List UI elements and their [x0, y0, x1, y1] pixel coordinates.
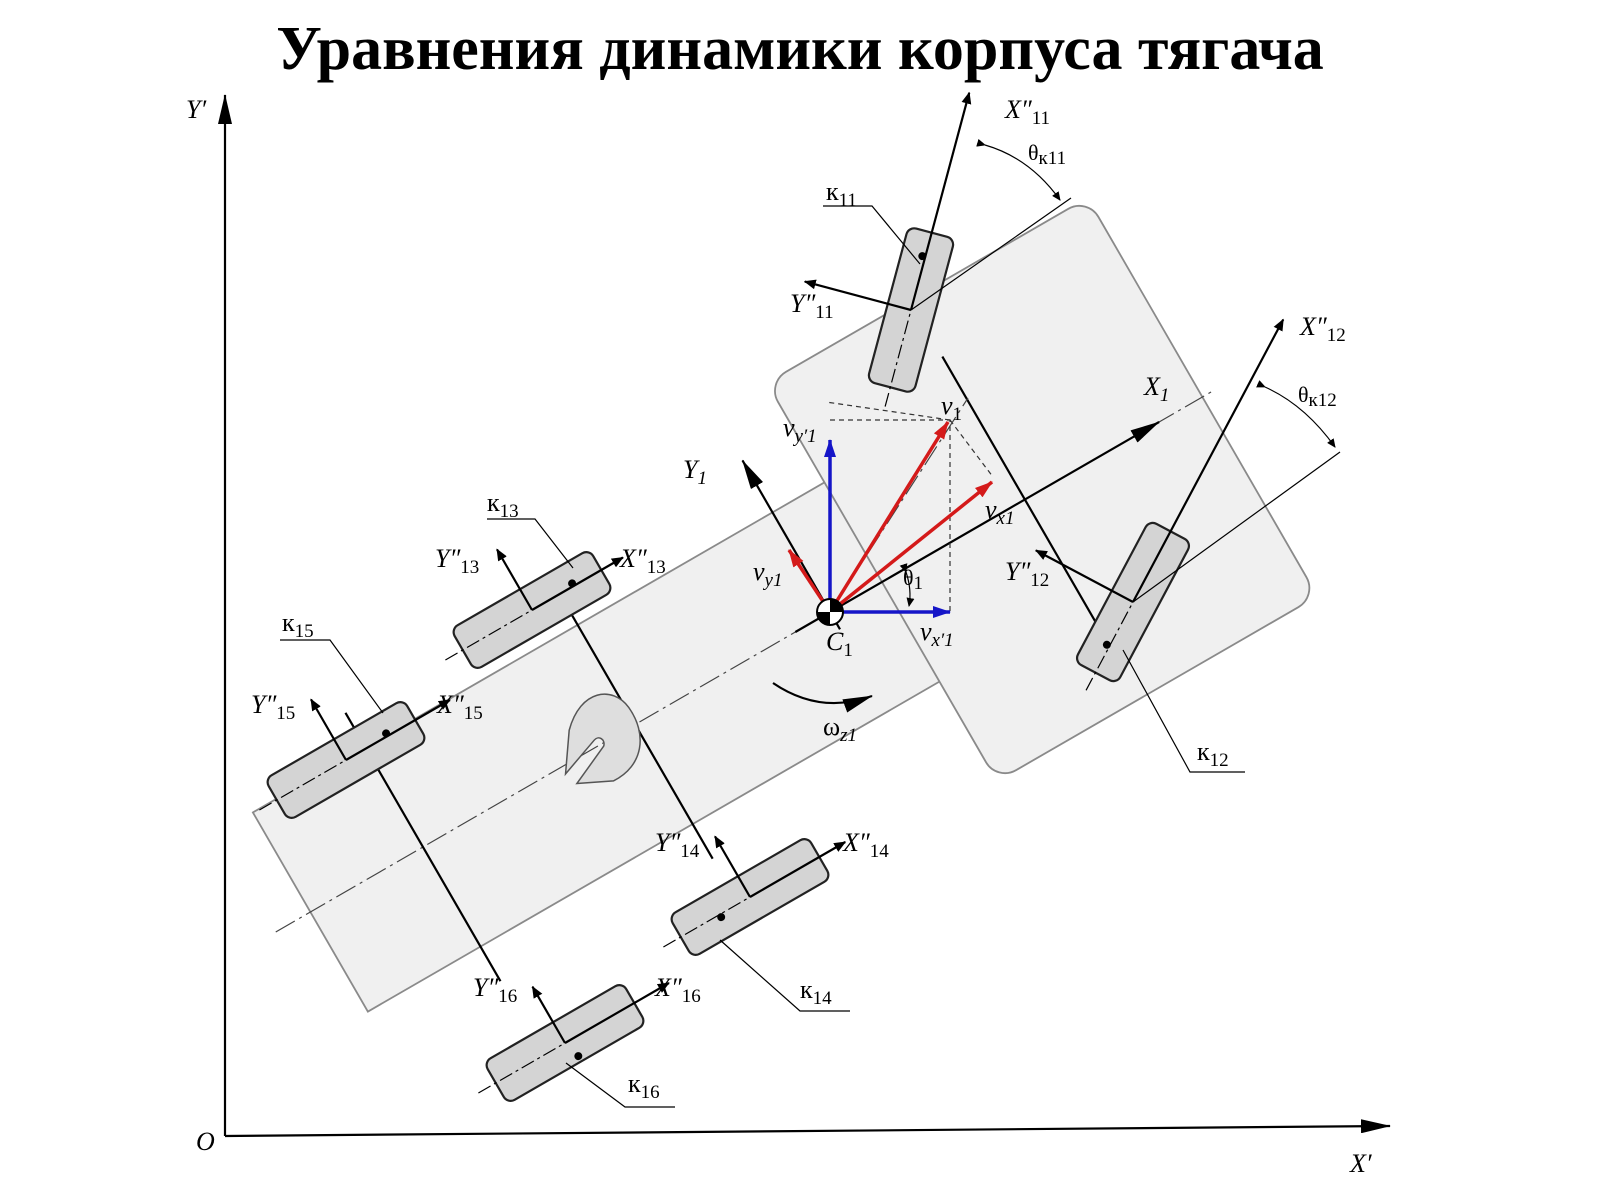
v1-vector	[828, 421, 950, 613]
y16-label: Y″16	[473, 973, 517, 1007]
y15-axis	[310, 698, 347, 761]
theta1-arc	[899, 563, 915, 607]
front-axle	[941, 356, 1109, 643]
vy-prime-label: vy′1	[783, 413, 817, 447]
c1-label: C1	[826, 627, 853, 661]
vy1-label: vy1	[753, 557, 782, 591]
y13-axis	[496, 548, 533, 611]
k16-label: к16	[628, 1069, 660, 1103]
x12-label: X″12	[1299, 312, 1346, 346]
center-of-mass-symbol	[816, 598, 844, 626]
k15-label: к15	[282, 608, 314, 642]
centerline	[275, 391, 1212, 933]
x15-label: X″15	[436, 690, 483, 724]
x15-axis	[345, 699, 451, 761]
y12-axis	[1034, 549, 1134, 603]
y15-label: Y″15	[251, 690, 295, 724]
x13-label: X″13	[619, 544, 666, 578]
velocity-vectors	[772, 397, 994, 713]
y14-label: Y″14	[655, 828, 700, 862]
vx-prime-label: vx′1	[920, 617, 954, 651]
k12-label: к12	[1197, 737, 1229, 771]
page-title: Уравнения динамики корпуса тягача	[276, 15, 1324, 83]
steer-angle-arcs	[910, 138, 1341, 603]
y16-axis	[531, 985, 566, 1044]
x11-label: X″11	[1004, 95, 1050, 129]
x-prime-axis	[224, 1119, 1391, 1138]
x1-label: X1	[1143, 372, 1169, 406]
y11-axis	[803, 279, 912, 312]
leader-lines	[280, 205, 1245, 1108]
x14-label: X″14	[842, 828, 889, 862]
fifth-wheel-coupling	[564, 693, 641, 785]
wheel-k16	[478, 982, 670, 1102]
y13-label: Y″13	[435, 544, 479, 578]
k13-label: к13	[487, 488, 519, 522]
x16-label: X″16	[654, 973, 701, 1007]
vx1-label: vx1	[985, 495, 1014, 529]
wheel-k15	[259, 698, 451, 819]
x-prime-label: X′	[1349, 1149, 1372, 1178]
theta-k12-label: θк12	[1298, 382, 1337, 411]
x13-axis	[531, 556, 624, 611]
omega-label: ωz1	[823, 712, 857, 746]
global-axes: Y′ X′ O	[186, 94, 1391, 1178]
x1-axis	[794, 421, 1160, 633]
y-prime-label: Y′	[186, 95, 206, 124]
theta1-label: θ1	[903, 565, 923, 594]
k12-reference-line	[1132, 451, 1341, 603]
x12-axis	[1132, 318, 1285, 603]
wheel-k14	[663, 835, 847, 956]
origin-label: O	[196, 1127, 215, 1156]
vx1-vector	[828, 480, 994, 614]
theta-k11-label: θк11	[1028, 140, 1066, 169]
k11-label: к11	[826, 177, 857, 211]
k14-label: к14	[800, 975, 832, 1009]
y12-label: Y″12	[1005, 557, 1049, 591]
x16-axis	[564, 982, 670, 1044]
x11-axis	[909, 91, 972, 311]
y11-label: Y″11	[790, 289, 834, 323]
y14-axis	[714, 835, 751, 898]
labels: X1 Y1 C1 ωz1 θ1 v1 vx1 vy1 vx′1 vy′1 X″1…	[251, 95, 1346, 1103]
k11-reference-line	[910, 197, 1072, 311]
vehicle-body-frame	[251, 204, 1311, 1013]
v1-label: v1	[941, 391, 962, 425]
y1-label: Y1	[683, 455, 707, 489]
x14-axis	[749, 841, 847, 898]
yaw-rate-arrow	[772, 682, 873, 713]
wheel-k13	[445, 548, 624, 669]
